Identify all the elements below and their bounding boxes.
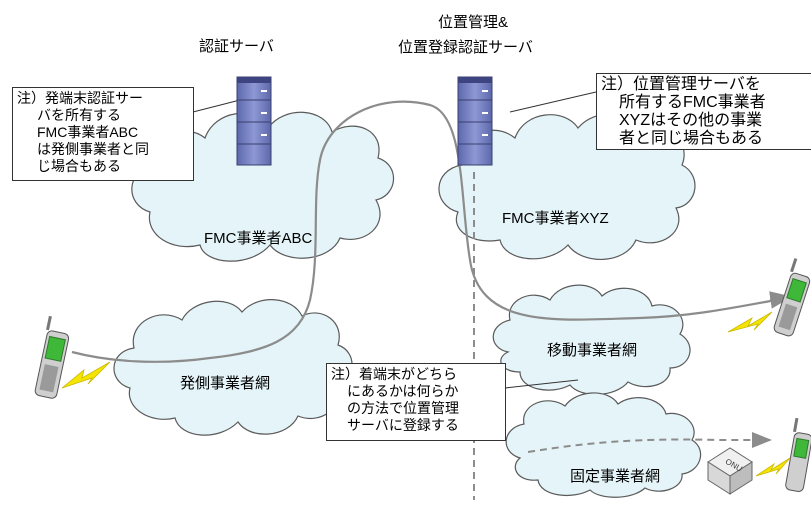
note-auth-line-1: 注）発端末認証サー bbox=[17, 90, 143, 106]
cloud-label-mobile: 移動事業者網 bbox=[547, 342, 638, 359]
lightning-fixed-icon bbox=[755, 457, 791, 477]
note-location-server: 注）位置管理サーバを 所有するFMC事業者 XYZはその他の事業 者と同じ場合も… bbox=[596, 73, 811, 150]
note-auth-line-3: FMC事業者ABC bbox=[37, 124, 139, 140]
note-location-line-4: 者と同じ場合もある bbox=[619, 130, 764, 147]
cloud-label-origin: 発側事業者網 bbox=[180, 375, 271, 392]
auth-server bbox=[236, 76, 272, 166]
cloud-mobile bbox=[492, 284, 691, 395]
note-location-line-2: 所有するFMC事業者 bbox=[619, 94, 766, 111]
onu-device-icon: ONU bbox=[707, 447, 753, 495]
location-server-label-line1: 位置管理& bbox=[438, 14, 509, 31]
note-auth-line-2: バを所有する bbox=[37, 107, 121, 123]
note-registration-line-3: の方法で位置管理 bbox=[347, 400, 459, 416]
note-registration-line-2: にあるかは何らか bbox=[347, 383, 459, 399]
fixed-phone-icon bbox=[785, 417, 811, 492]
auth-server-label: 認証サーバ bbox=[199, 38, 274, 55]
callout-leaders bbox=[192, 91, 597, 389]
cloud-origin bbox=[113, 299, 353, 436]
note-registration: 注）着端末がどちら にあるかは何らか の方法で位置管理 サーバに登録する bbox=[326, 363, 506, 441]
cloud-label-fmc-abc: FMC事業者ABC bbox=[204, 230, 313, 247]
lightning-left-icon bbox=[61, 361, 111, 389]
location-server-label-line2: 位置登録認証サーバ bbox=[398, 39, 533, 56]
note-registration-line-4: サーバに登録する bbox=[347, 417, 459, 433]
note-auth-server: 注）発端末認証サー バを所有する FMC事業者ABC は発側事業者と同 じ場合も… bbox=[12, 87, 194, 181]
note-location-line-3: XYZはその他の事業 bbox=[619, 112, 763, 129]
location-server bbox=[457, 76, 493, 166]
cloud-label-fixed: 固定事業者網 bbox=[570, 468, 661, 485]
note-auth-line-5: じ場合もある bbox=[37, 158, 121, 174]
cloud-label-fmc-xyz: FMC事業者XYZ bbox=[502, 210, 609, 227]
cloud-fixed bbox=[505, 392, 702, 498]
lightning-mobile-icon bbox=[727, 311, 773, 333]
note-auth-line-4: は発側事業者と同 bbox=[37, 141, 149, 157]
caller-phone-icon bbox=[34, 315, 70, 399]
note-location-line-1: 注）位置管理サーバを bbox=[601, 76, 761, 93]
note-registration-line-1: 注）着端末がどちら bbox=[331, 366, 457, 382]
mobile-phone-icon bbox=[773, 258, 811, 337]
